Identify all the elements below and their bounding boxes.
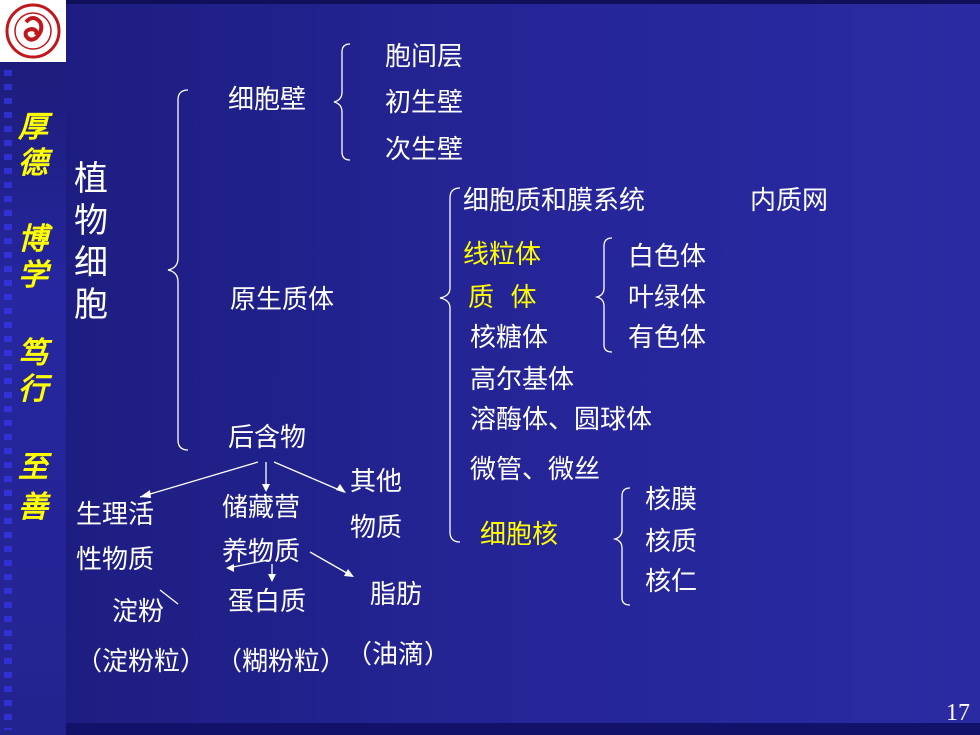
- nucleus-part: 核质: [645, 527, 698, 557]
- starch-grain-label: （淀粉粒）: [76, 647, 207, 677]
- sidebar: 厚 德 博 学 笃 行 至 善: [0, 0, 66, 735]
- motto-char: 笃: [18, 336, 48, 371]
- starch-label: 淀粉: [112, 597, 165, 627]
- sidebar-stripes: [4, 70, 12, 730]
- er-label: 内质网: [750, 186, 829, 216]
- cytoplasm-label: 细胞质和膜系统: [463, 186, 646, 216]
- title-char: 植: [74, 159, 108, 199]
- motto-char: 善: [18, 490, 48, 525]
- protein-label: 蛋白质: [228, 587, 307, 617]
- organelle-ribosome: 核糖体: [470, 323, 549, 353]
- fat-label: 脂肪: [370, 580, 423, 610]
- protoplast-label: 原生质体: [230, 285, 335, 315]
- motto-char: 厚: [18, 110, 48, 145]
- storage-substance-line2: 养物质: [222, 537, 301, 567]
- motto-char: 德: [18, 146, 48, 181]
- cell-wall-item: 胞间层: [385, 42, 464, 72]
- organelle-mitochondria: 线粒体: [463, 240, 542, 270]
- other-substance-line2: 物质: [350, 513, 403, 543]
- university-logo-icon: [0, 0, 66, 62]
- cell-wall-item: 初生壁: [385, 88, 464, 118]
- motto-char: 至: [18, 450, 48, 485]
- nucleus-part: 核膜: [645, 485, 698, 515]
- motto-char: 行: [18, 372, 48, 407]
- top-bar: [66, 0, 980, 4]
- storage-substance-line1: 储藏营: [222, 493, 301, 523]
- motto-char: 博: [18, 222, 48, 257]
- title-char: 细: [74, 243, 108, 283]
- plastid-item: 有色体: [628, 323, 707, 353]
- plastid-item: 白色体: [628, 242, 707, 272]
- title-char: 胞: [74, 285, 108, 325]
- organelle-golgi: 高尔基体: [470, 365, 575, 395]
- cell-wall-item: 次生壁: [385, 135, 464, 165]
- title-char: 物: [74, 201, 108, 241]
- nucleus-label: 细胞核: [480, 520, 559, 550]
- aleurone-label: （糊粉粒）: [216, 647, 347, 677]
- bottom-bar: [66, 723, 980, 735]
- nucleus-part: 核仁: [645, 567, 698, 597]
- organelle-microtubule: 微管、微丝: [470, 455, 601, 485]
- physiological-substance-line2: 性物质: [76, 545, 155, 575]
- motto-char: 学: [18, 258, 48, 293]
- oil-drop-label: （油滴）: [346, 640, 451, 670]
- page-number: 17: [946, 700, 970, 726]
- plastid-item: 叶绿体: [628, 283, 707, 313]
- ergastic-label: 后含物: [228, 423, 307, 453]
- organelle-lysosome: 溶酶体、圆球体: [470, 405, 653, 435]
- physiological-substance-line1: 生理活: [76, 500, 155, 530]
- organelle-plastid: 质 体: [468, 283, 537, 313]
- cell-wall-label: 细胞壁: [228, 85, 307, 115]
- other-substance-line1: 其他: [350, 467, 403, 497]
